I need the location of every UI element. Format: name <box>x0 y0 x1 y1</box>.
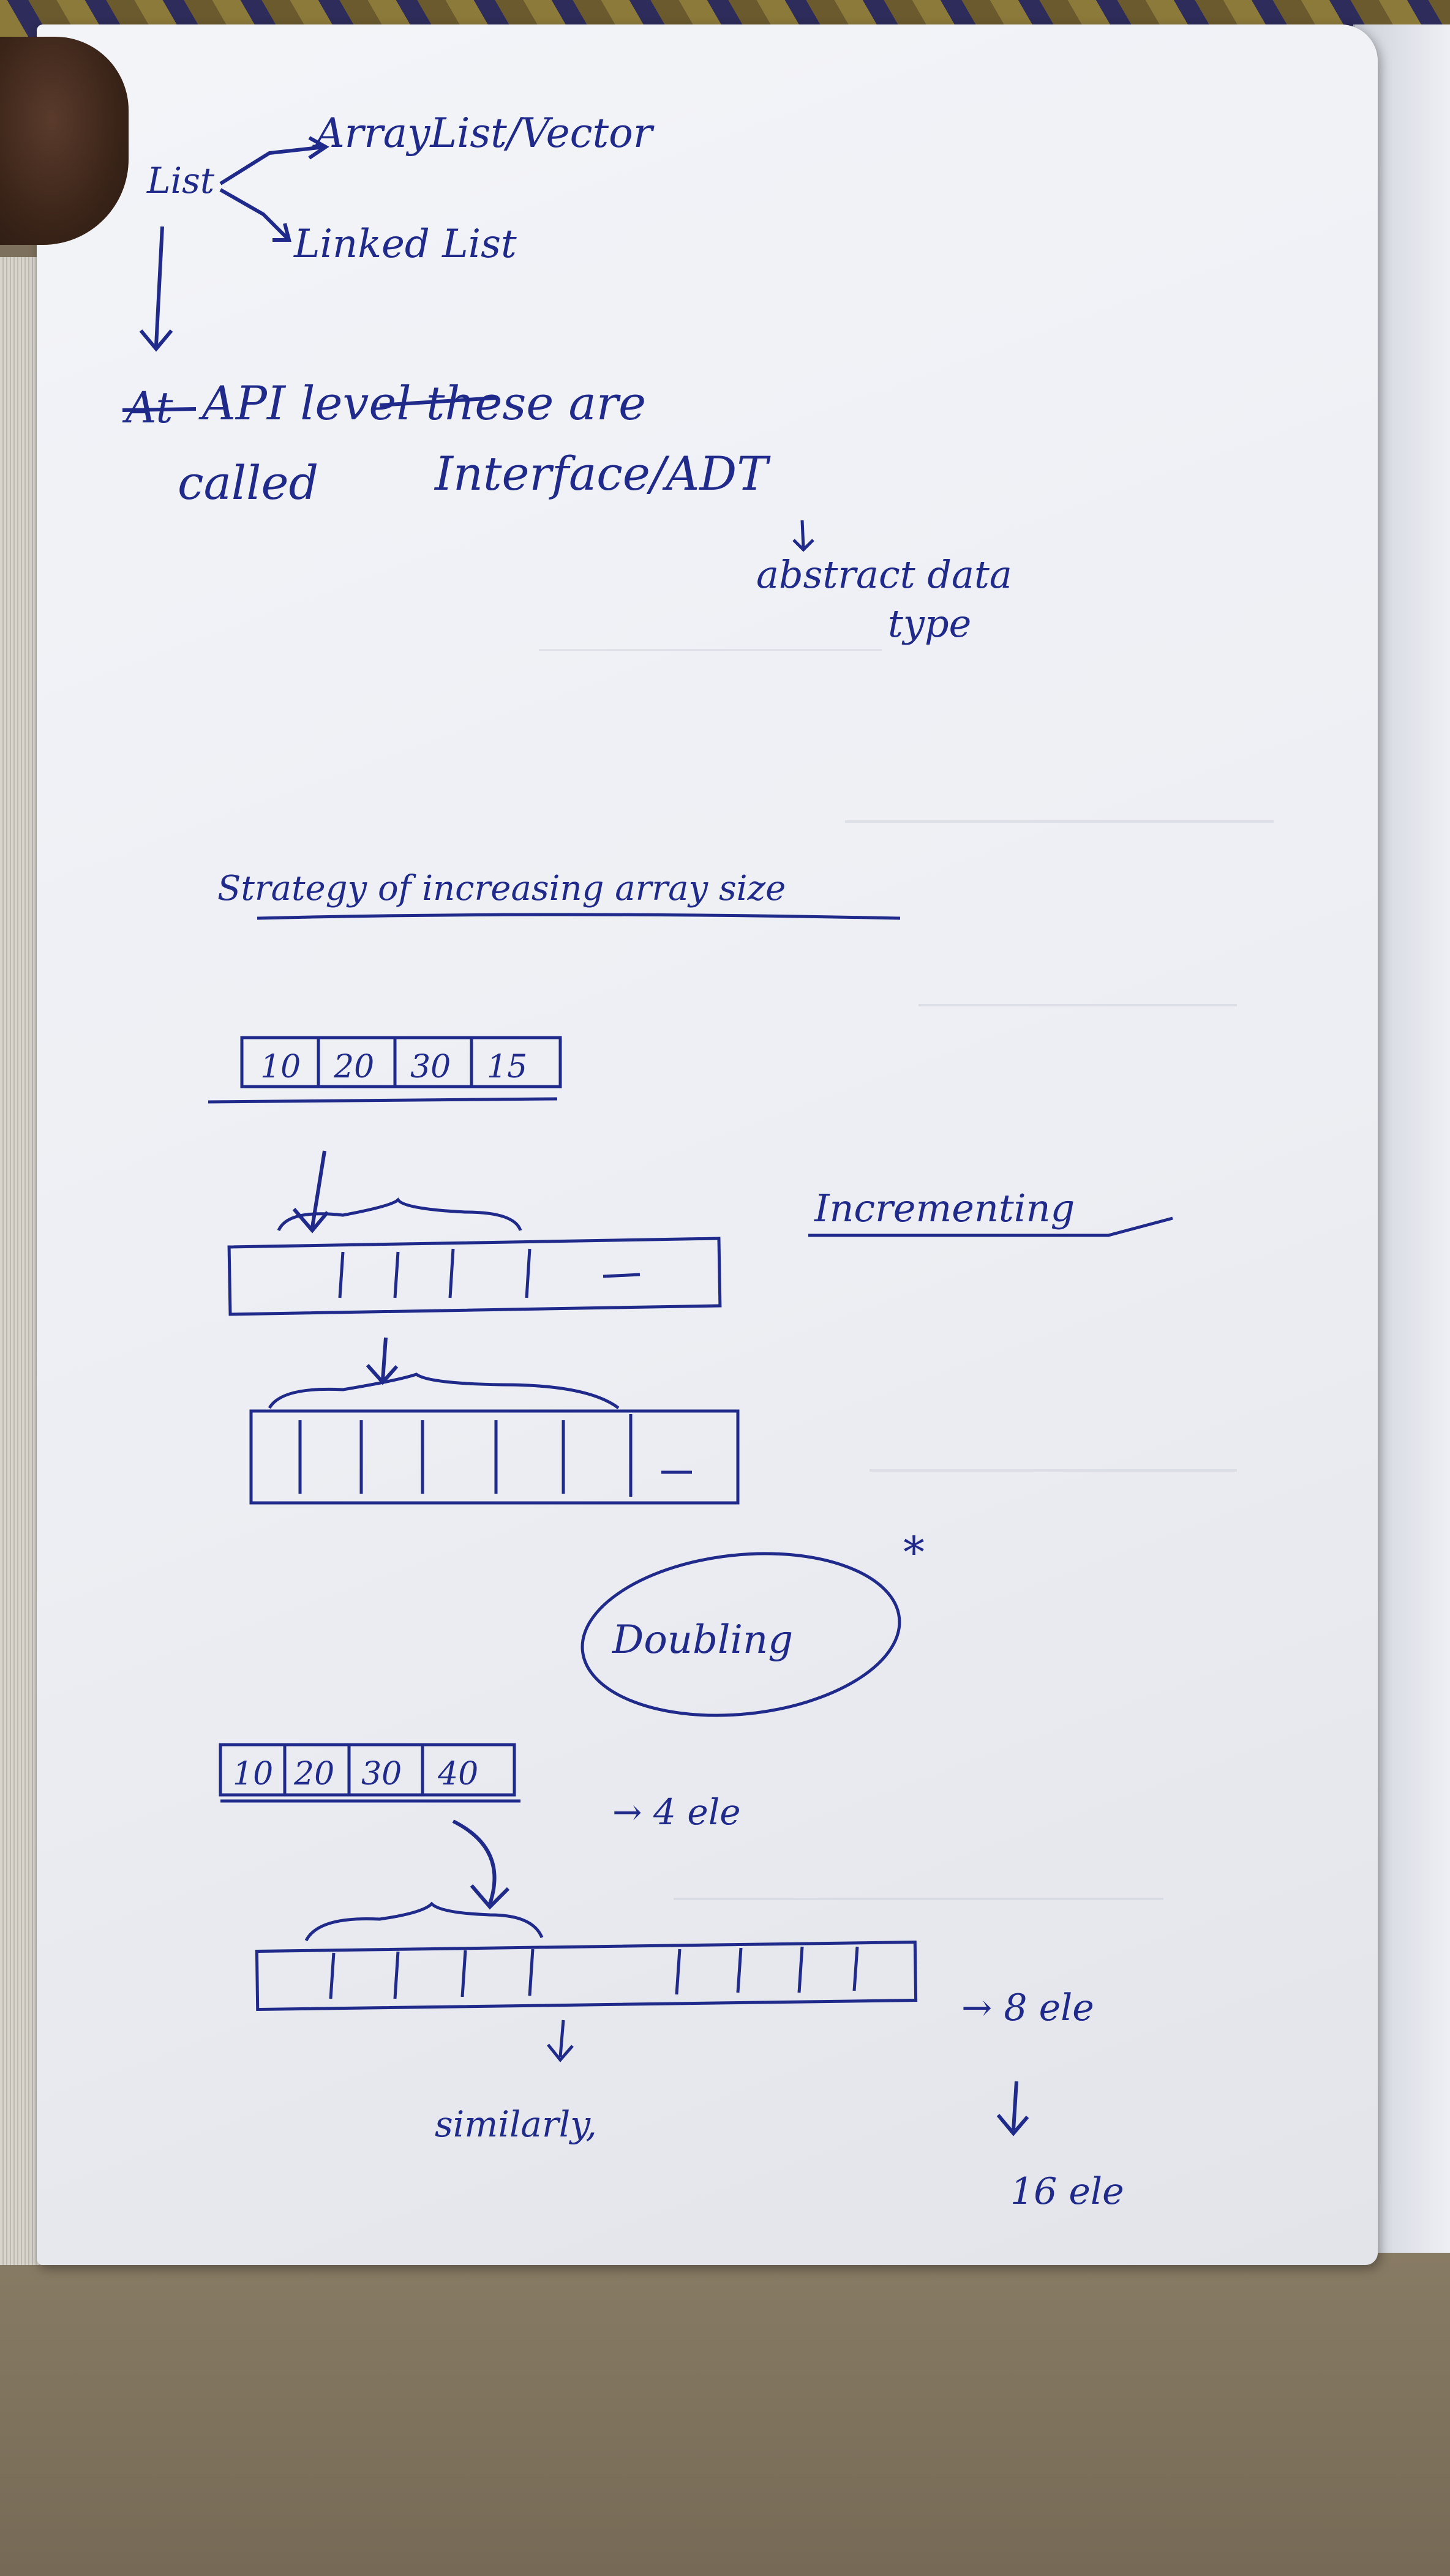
down-arrow-1 <box>292 1150 329 1234</box>
bleed-through-marks <box>539 649 1274 1900</box>
linked-list-text: Linked List <box>293 222 517 267</box>
arraylist-vector-text: ArrayList/Vector <box>312 110 655 157</box>
down-arrow-api-head <box>139 329 173 352</box>
branch-arrow-down-head <box>272 223 291 242</box>
incrementing-label: Incrementing <box>814 1186 1075 1230</box>
brace-2 <box>268 1372 620 1409</box>
array2-cell-2: 30 <box>361 1756 402 1792</box>
array1-cell-2: 30 <box>410 1049 451 1085</box>
down-arrow-api <box>154 226 164 346</box>
list-root-text: List <box>146 160 215 201</box>
curved-arrow-3 <box>452 1819 510 1910</box>
brace-1 <box>277 1197 522 1232</box>
array-2: 10 20 30 40 <box>219 1743 520 1803</box>
array1-cell-0: 10 <box>260 1049 301 1085</box>
brace-3 <box>304 1901 544 1942</box>
doubling-circle <box>580 1552 901 1717</box>
eight-elements-label: → 8 ele <box>961 1986 1094 2029</box>
doubling-label: Doubling <box>612 1617 793 1663</box>
sixteen-elements-label: 16 ele <box>1010 2170 1124 2213</box>
array-doubled <box>255 1940 918 2012</box>
small-arrow-similarly <box>547 2020 574 2062</box>
branch-arrow-down <box>219 188 290 241</box>
star-mark: * <box>903 1527 925 1578</box>
level-strike <box>379 396 497 407</box>
array2-cell-3: 40 <box>437 1756 478 1792</box>
background-floor <box>0 2216 1450 2576</box>
strategy-heading: Strategy of increasing array size <box>217 869 786 908</box>
four-elements-label: → 4 ele <box>612 1791 741 1833</box>
branch-arrow-up-head <box>308 136 329 160</box>
notebook-page <box>37 24 1378 2265</box>
branch-arrow-up <box>219 145 325 185</box>
interface-adt-text: Interface/ADT <box>434 446 771 501</box>
array2-cell-0: 10 <box>233 1756 273 1792</box>
array1-cell-1: 20 <box>333 1049 374 1085</box>
array-1: 10 20 30 15 <box>208 1036 562 1104</box>
abstract-data-text: abstract data <box>756 552 1012 597</box>
thumb <box>0 37 129 245</box>
type-text: type <box>888 601 971 646</box>
array-incremented-2 <box>249 1409 740 1505</box>
array2-cell-1: 20 <box>293 1756 334 1792</box>
strike-line <box>122 407 197 412</box>
similarly-label: similarly, <box>435 2103 597 2145</box>
array-incremented <box>227 1237 722 1316</box>
down-arrow-2 <box>366 1337 399 1385</box>
incrementing-underline <box>808 1216 1173 1237</box>
down-arrow-16 <box>996 2081 1029 2136</box>
array1-cell-3: 15 <box>487 1049 527 1085</box>
called-text: called <box>178 455 318 510</box>
strategy-underline <box>257 913 901 920</box>
adt-down-arrow <box>792 520 814 552</box>
